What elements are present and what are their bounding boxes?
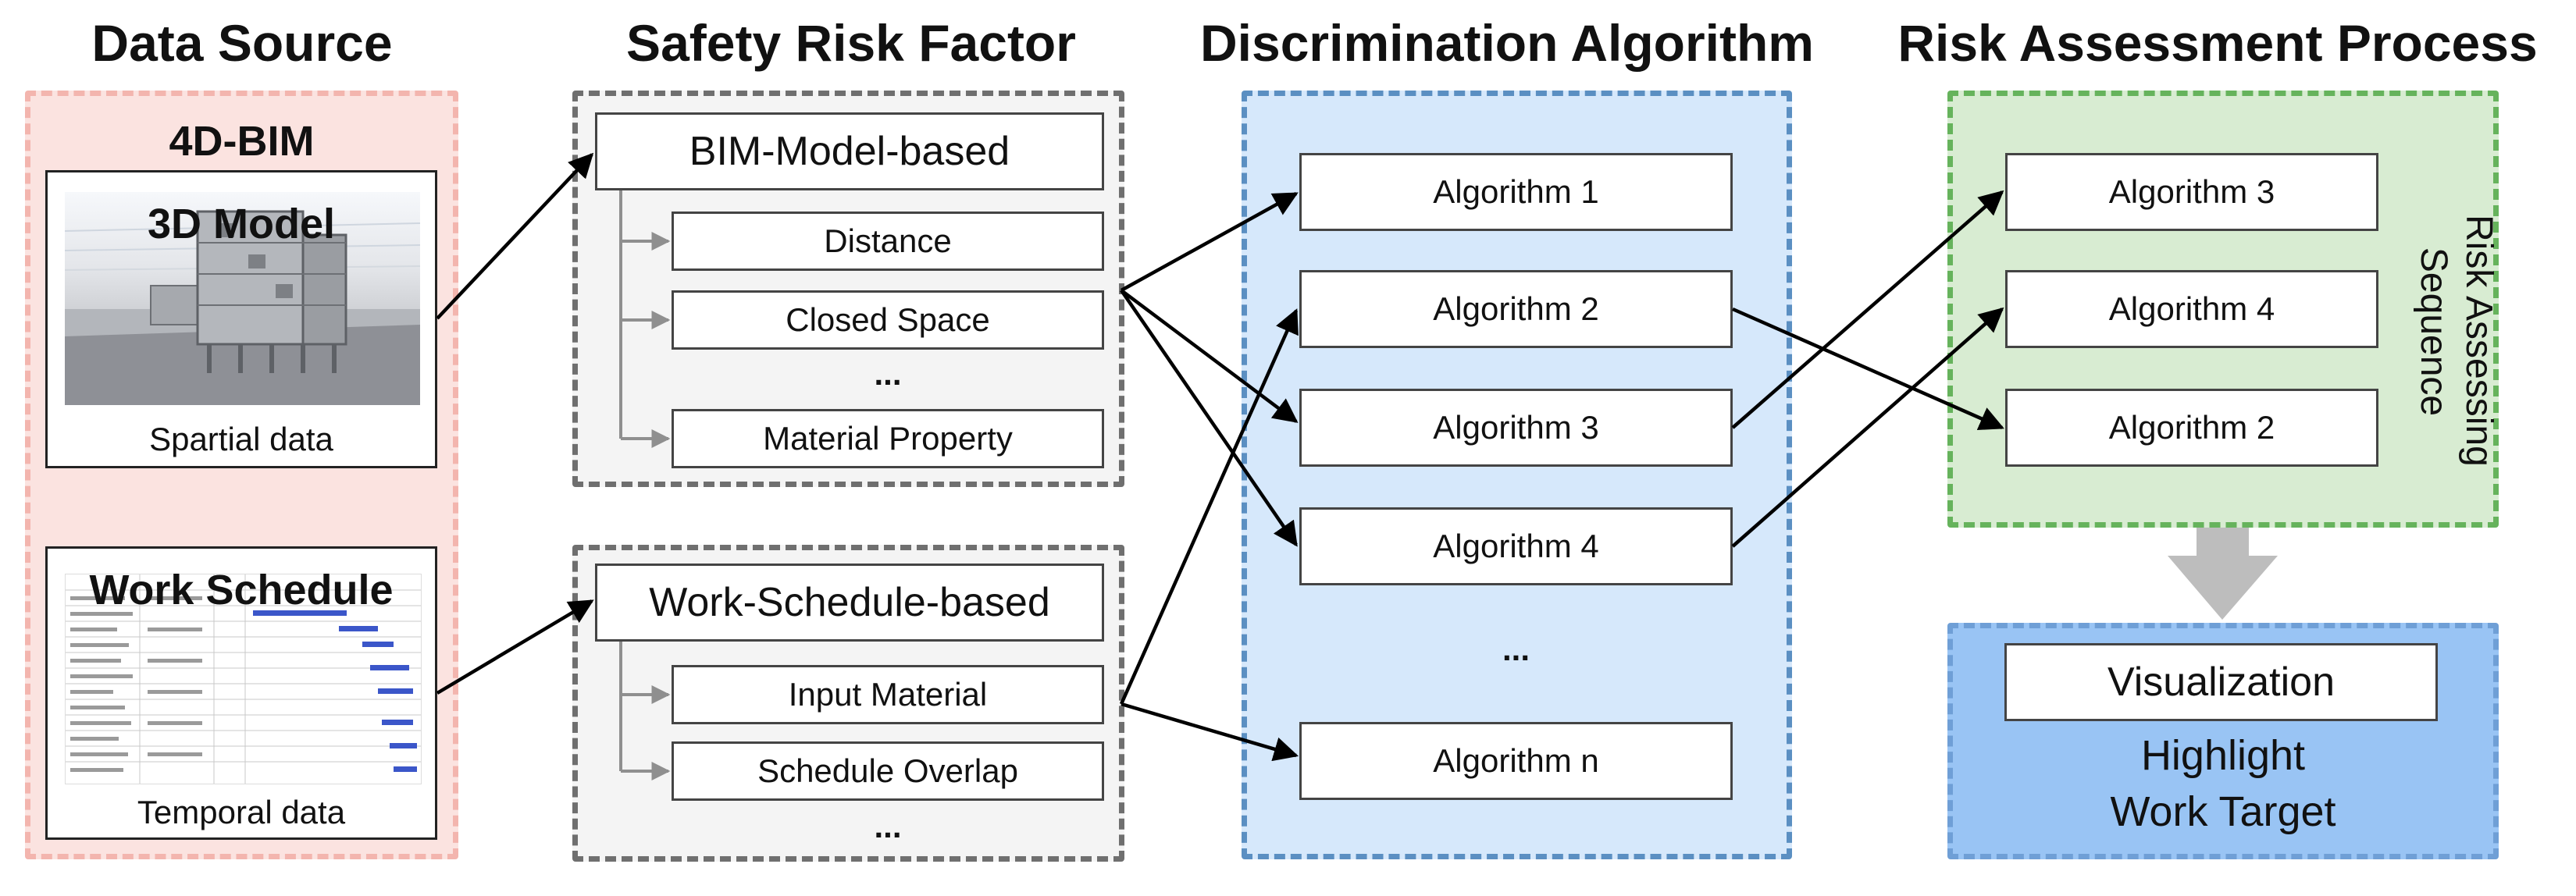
highlight-label: Highlight Work Target (1947, 727, 2499, 840)
visualization-box: Visualization (2004, 643, 2438, 721)
algorithm-more: ... (1502, 631, 1530, 667)
schedule-title: Work Schedule (89, 567, 394, 613)
bim-4d-label: 4D-BIM (169, 118, 315, 165)
arrow-model-to-bim (436, 152, 594, 320)
building-illustration (65, 210, 420, 405)
algorithm-2: Algorithm 2 (1299, 270, 1733, 348)
heading-safety-risk-factor: Safety Risk Factor (626, 14, 1076, 72)
side-label-line-2: Sequence (2413, 247, 2454, 417)
sequence-algorithm-2: Algorithm 2 (2005, 389, 2378, 467)
factor-item-schedule-overlap: Schedule Overlap (672, 741, 1104, 801)
factor-item-closed-space: Closed Space (672, 290, 1104, 350)
side-label-line-1: Risk Assessing (2458, 215, 2499, 467)
algorithm-1: Algorithm 1 (1299, 153, 1733, 231)
heading-data-source: Data Source (91, 14, 393, 72)
arrow-schedule-to-workschedule (436, 599, 594, 695)
sequence-algorithm-3: Algorithm 3 (2005, 153, 2378, 231)
risk-assessing-sequence-label: Risk Assessing Sequence (2407, 215, 2501, 467)
factor-item-more-2: ... (874, 808, 902, 844)
algorithm-n: Algorithm n (1299, 722, 1733, 800)
heading-discrimination-algorithm: Discrimination Algorithm (1200, 14, 1814, 72)
factor-item-material-property: Material Property (672, 409, 1104, 468)
model-card: 3D Model Spartial data (45, 170, 437, 468)
highlight-line-1: Highlight (2140, 732, 2306, 779)
model-caption: Spartial data (149, 421, 333, 457)
heading-risk-assessment-process: Risk Assessment Process (1897, 14, 2538, 72)
highlight-line-2: Work Target (2110, 788, 2336, 835)
bim-factor-title: BIM-Model-based (595, 112, 1104, 190)
factor-item-more: ... (874, 355, 902, 392)
schedule-factor-title: Work-Schedule-based (595, 564, 1104, 642)
model-image (65, 192, 420, 405)
algorithm-3: Algorithm 3 (1299, 389, 1733, 467)
sequence-algorithm-4: Algorithm 4 (2005, 270, 2378, 348)
schedule-card: Work Schedule Temporal data (45, 546, 437, 840)
schedule-caption: Temporal data (137, 794, 346, 830)
algorithm-4: Algorithm 4 (1299, 507, 1733, 585)
factor-item-distance: Distance (672, 212, 1104, 271)
gantt-image (65, 574, 422, 784)
gantt-illustration (66, 574, 421, 784)
factor-item-input-material: Input Material (672, 665, 1104, 724)
model-title: 3D Model (147, 201, 336, 247)
